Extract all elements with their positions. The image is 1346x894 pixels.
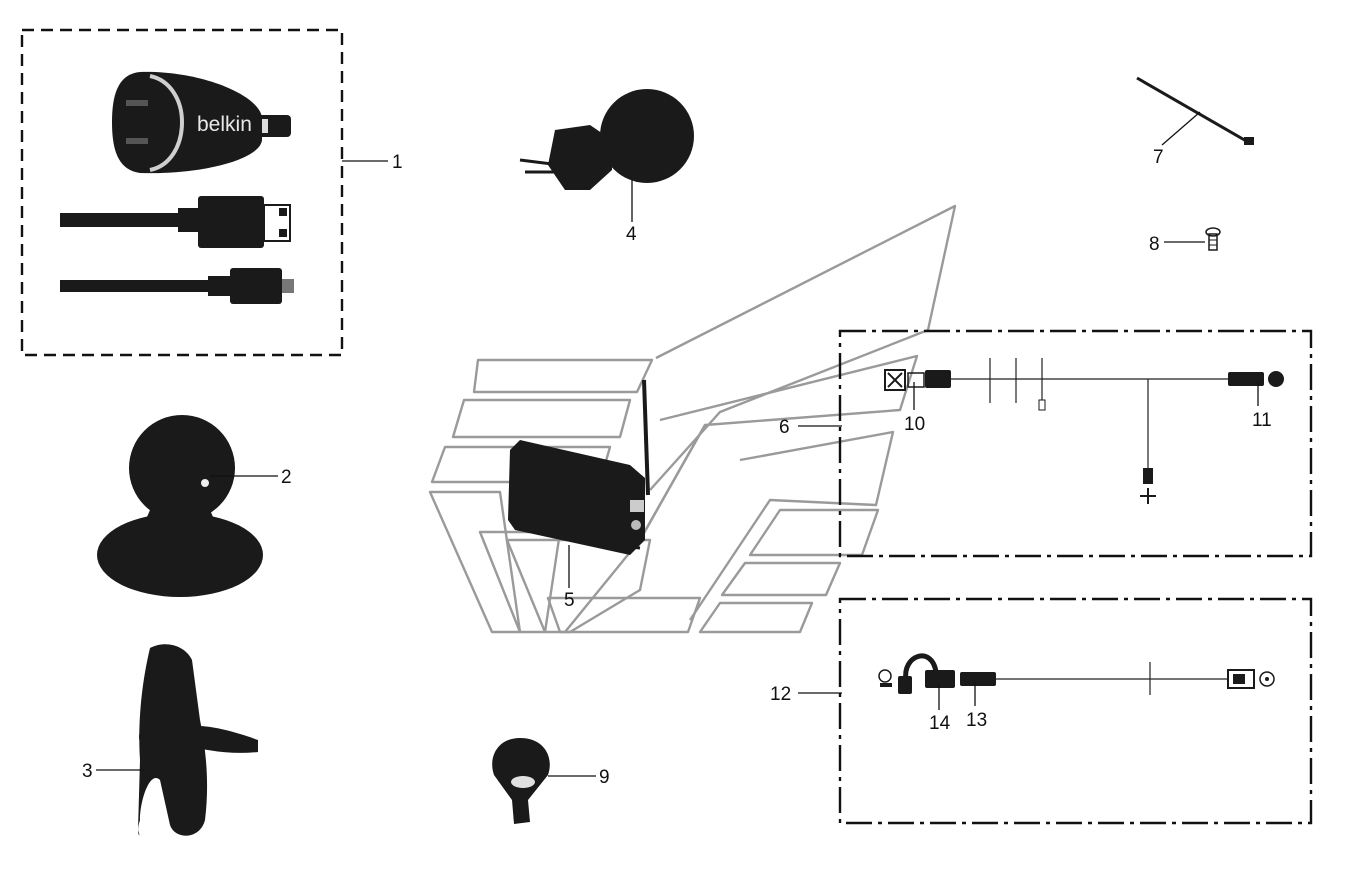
ball-suction-mount	[97, 415, 263, 597]
callout-12: 12	[770, 684, 791, 705]
leader-7	[1161, 111, 1201, 146]
callout-11: 11	[1252, 410, 1272, 431]
callout-14: 14	[929, 713, 951, 734]
callout-7: 7	[1153, 147, 1164, 168]
callout-2: 2	[281, 467, 292, 488]
usb-cable	[60, 196, 291, 248]
ball-adapter	[492, 738, 550, 824]
car-charger: belkin	[112, 71, 291, 174]
kit-1-dashed-box	[20, 28, 344, 357]
vehicle-outline	[428, 204, 957, 634]
callout-5: 5	[564, 590, 575, 611]
extension-harness	[878, 653, 1275, 695]
micro-usb-cable	[60, 268, 294, 304]
screw	[1205, 227, 1221, 251]
camera-harness	[884, 358, 1284, 504]
cable-tie	[1136, 76, 1254, 145]
kit-12-dashed-box	[838, 597, 1313, 825]
callout-4: 4	[626, 224, 637, 245]
charger-brand-label: belkin	[197, 113, 252, 136]
wireless-receiver-box	[508, 379, 650, 555]
callout-8: 8	[1149, 234, 1160, 255]
callout-3: 3	[82, 761, 93, 782]
ball-mount-adapter	[519, 89, 694, 190]
callout-1: 1	[392, 152, 403, 173]
kit-6-dashed-box	[838, 329, 1313, 558]
callout-10: 10	[904, 414, 925, 435]
callout-9: 9	[599, 767, 610, 788]
callout-6: 6	[779, 417, 790, 438]
callout-13: 13	[966, 710, 987, 731]
double-socket-arm	[138, 644, 258, 836]
